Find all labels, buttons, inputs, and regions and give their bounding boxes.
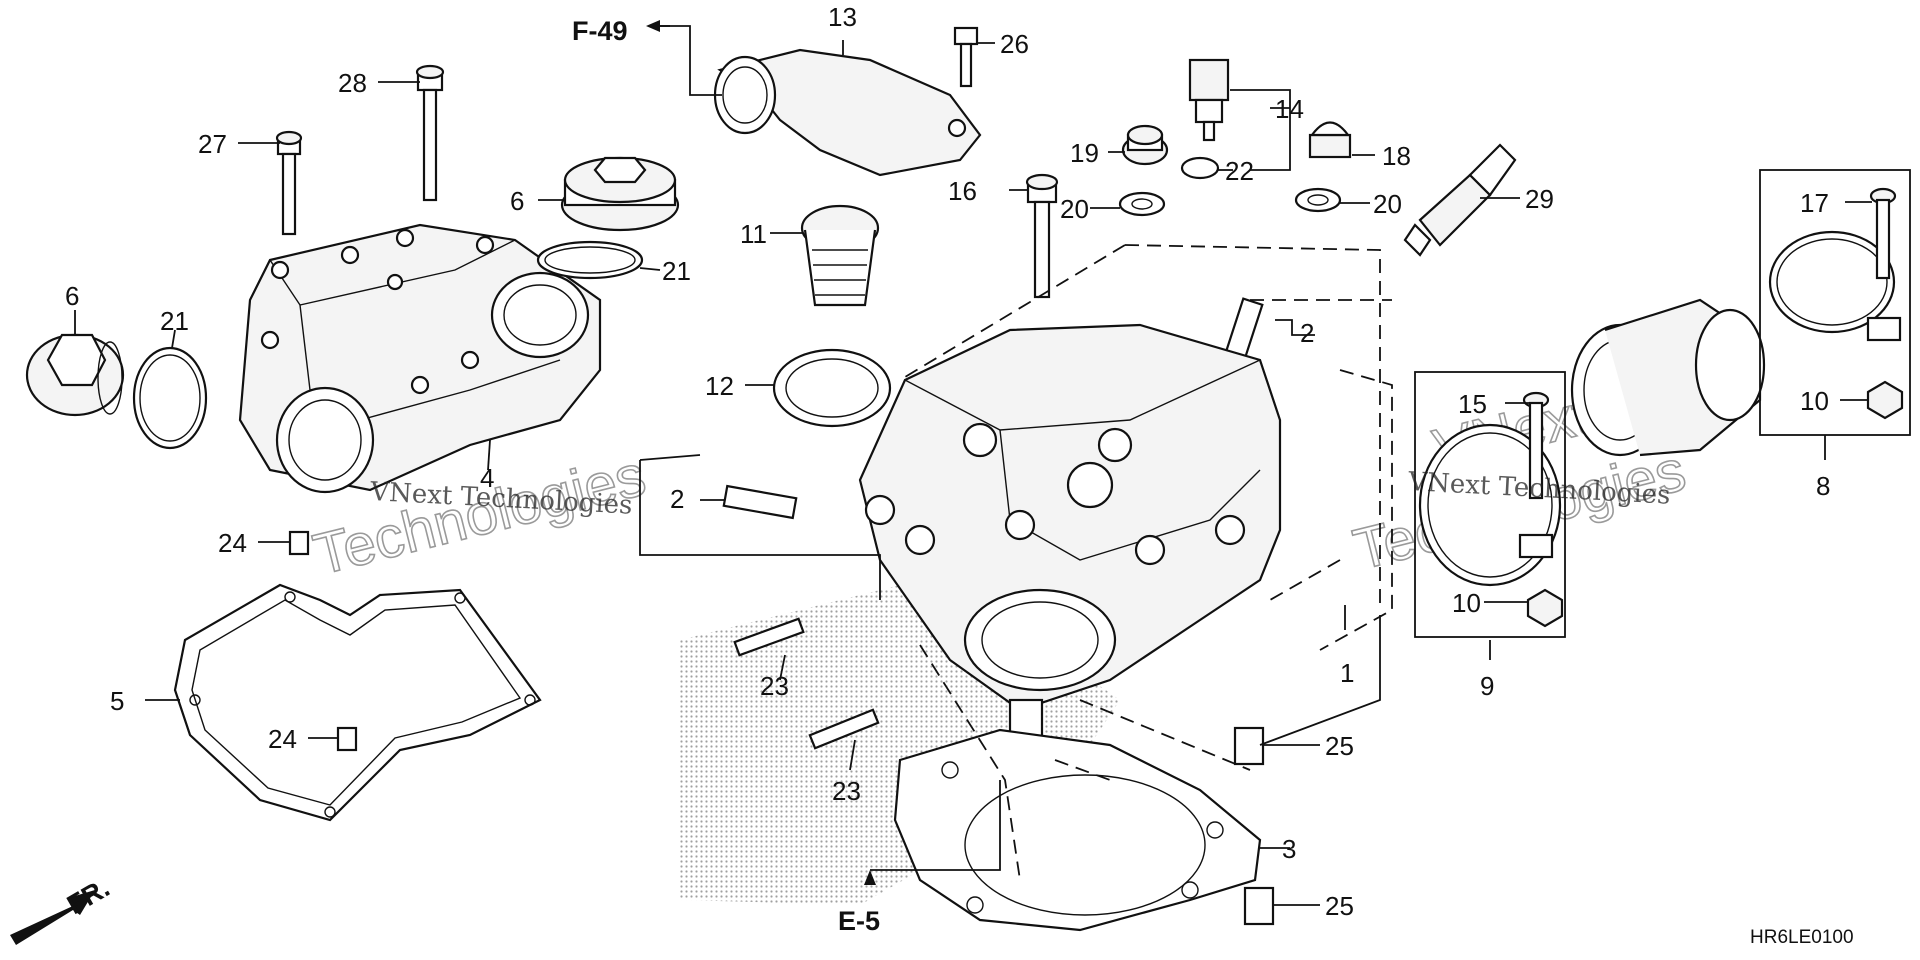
oil-filler-cap-upper [560,156,680,232]
bolt-15 [1522,391,1550,500]
bolt-26 [953,26,979,88]
thermostat [800,204,880,307]
callout-10a: 10 [1800,386,1829,416]
ref-e5: E-5 [838,906,880,936]
insulator-band-8 [1768,230,1902,342]
temperature-sensor [1188,58,1230,142]
dowel-pin-25b [1243,886,1275,926]
callout-20a: 20 [1060,194,1089,224]
stud-bolt-23b [808,708,880,750]
valve-guide-left [722,484,798,520]
stud-bolt-23a [733,617,805,657]
callout-12: 12 [705,371,734,401]
head-cover-gasket [173,583,542,822]
arrow-left-icon [646,20,660,32]
thermostat-seal [772,348,892,428]
callout-2a: 2 [1300,318,1314,348]
ref-front: FR. [62,872,115,920]
callout-28: 28 [338,68,367,98]
callout-9: 9 [1480,671,1494,701]
nut-10a [1866,380,1904,420]
callout-17: 17 [1800,188,1829,218]
washer-20b [1294,187,1342,213]
diagram-code: HR6LE0100 [1750,927,1854,948]
callout-20b: 20 [1373,189,1402,219]
o-ring-left [132,346,208,450]
callout-26: 26 [1000,29,1029,59]
bolt-28 [415,64,445,202]
callout-25b: 25 [1325,891,1354,921]
callout-23b: 23 [832,776,861,806]
callout-14: 14 [1275,94,1304,124]
dowel-pin-24b [336,726,358,752]
spark-plug [1403,143,1517,257]
callout-27: 27 [198,129,227,159]
washer-20a [1118,191,1166,217]
callout-25a: 25 [1325,731,1354,761]
callout-21b: 21 [662,256,691,286]
callout-24b: 24 [268,724,297,754]
intake-insulator [1570,298,1766,457]
oil-filler-cap-left [25,333,125,417]
assembly-dashed-lines [639,169,1911,881]
callout-21a: 21 [160,306,189,336]
cap-nut-18 [1308,121,1352,159]
cylinder-head-gasket [893,728,1262,932]
bolt-27 [275,130,303,236]
callout-18: 18 [1382,141,1411,171]
callout-16: 16 [948,176,977,206]
callout-3: 3 [1282,834,1296,864]
insulator-band-9 [1418,423,1562,587]
ref-f49: F-49 [572,16,628,46]
callout-11: 11 [740,219,767,249]
o-ring-upper [536,240,644,280]
callout-15: 15 [1458,389,1487,419]
callout-6b: 6 [510,186,524,216]
bolt-16 [1025,173,1059,299]
callout-4: 4 [480,463,494,493]
callout-labels: 1 2 2 2 3 4 5 6 6 8 9 10 10 11 12 13 14 … [65,2,1830,921]
callout-6a: 6 [65,281,79,311]
callout-29: 29 [1525,184,1554,214]
callout-24a: 24 [218,528,247,558]
callout-1: 1 [1340,658,1354,688]
callout-19: 19 [1070,138,1099,168]
callout-8: 8 [1816,471,1830,501]
callout-5: 5 [110,686,124,716]
callout-2c: 2 [670,484,684,514]
front-direction-arrow-icon [10,890,95,945]
callout-13: 13 [828,2,857,32]
callout-10b: 10 [1452,588,1481,618]
cylinder-head [858,323,1282,772]
callout-22: 22 [1225,156,1254,186]
sealing-washer-22 [1180,156,1220,180]
dowel-pin-25a [1233,726,1265,766]
water-outlet-elbow [713,48,982,177]
cylinder-head-cover [238,223,602,494]
nut-10b [1526,588,1564,628]
dowel-pin-24a [288,530,310,556]
cap-nut-19 [1121,124,1169,166]
callout-23a: 23 [760,671,789,701]
leader-lines [74,25,1872,906]
arrow-down-icon [864,870,876,885]
bolt-17 [1869,187,1897,280]
